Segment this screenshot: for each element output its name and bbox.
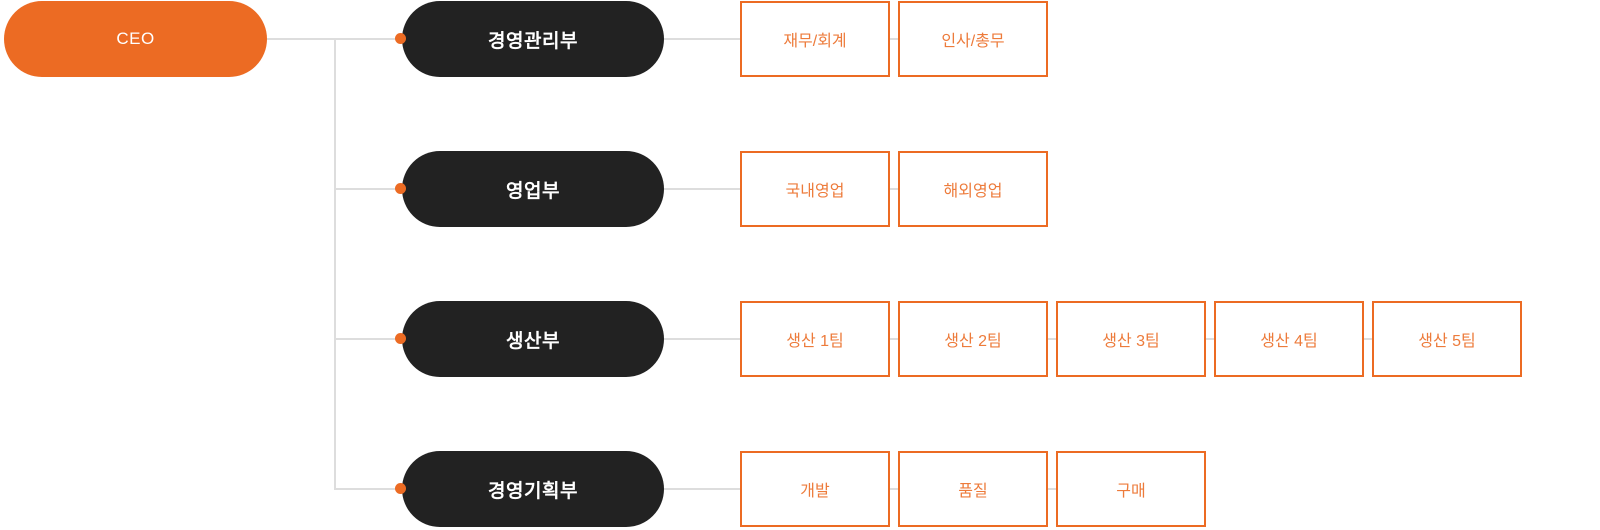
connector-line — [1206, 338, 1214, 340]
team-box: 생산 4팀 — [1214, 301, 1364, 377]
department-label: 경영기획부 — [488, 480, 578, 502]
connector-dot — [395, 333, 406, 344]
team-box: 구매 — [1056, 451, 1206, 527]
team-label: 재무/회계 — [783, 33, 847, 50]
team-box: 국내영업 — [740, 151, 890, 227]
ceo-node: CEO — [4, 1, 267, 77]
team-label: 인사/총무 — [941, 33, 1005, 50]
department-label: 경영관리부 — [488, 30, 578, 52]
branch-line — [334, 488, 402, 490]
team-box: 생산 2팀 — [898, 301, 1048, 377]
team-box: 해외영업 — [898, 151, 1048, 227]
department-label: 영업부 — [506, 180, 560, 202]
connector-line — [1048, 338, 1056, 340]
connector-line — [890, 488, 898, 490]
connector-dot — [395, 183, 406, 194]
team-box: 인사/총무 — [898, 1, 1048, 77]
team-label: 구매 — [1116, 483, 1146, 500]
connector-line — [890, 338, 898, 340]
connector-line — [664, 338, 740, 340]
team-box: 생산 5팀 — [1372, 301, 1522, 377]
trunk-line — [334, 38, 336, 490]
department-node: 경영관리부 — [402, 1, 664, 77]
connector-line — [890, 188, 898, 190]
department-node: 경영기획부 — [402, 451, 664, 527]
team-box: 재무/회계 — [740, 1, 890, 77]
department-node: 영업부 — [402, 151, 664, 227]
branch-line — [267, 38, 402, 40]
team-label: 생산 5팀 — [1418, 333, 1476, 350]
department-label: 생산부 — [506, 330, 560, 352]
team-label: 생산 2팀 — [944, 333, 1002, 350]
team-label: 국내영업 — [785, 183, 845, 200]
team-box: 품질 — [898, 451, 1048, 527]
connector-line — [664, 488, 740, 490]
connector-line — [664, 38, 740, 40]
team-label: 생산 1팀 — [786, 333, 844, 350]
ceo-label: CEO — [116, 29, 155, 48]
branch-line — [334, 188, 402, 190]
team-label: 개발 — [800, 483, 830, 500]
branch-line — [334, 338, 402, 340]
team-box: 생산 3팀 — [1056, 301, 1206, 377]
team-box: 개발 — [740, 451, 890, 527]
department-node: 생산부 — [402, 301, 664, 377]
connector-line — [1048, 488, 1056, 490]
team-label: 생산 4팀 — [1260, 333, 1318, 350]
connector-dot — [395, 483, 406, 494]
connector-line — [890, 38, 898, 40]
connector-line — [1364, 338, 1372, 340]
connector-dot — [395, 33, 406, 44]
team-label: 생산 3팀 — [1102, 333, 1160, 350]
team-label: 품질 — [958, 483, 988, 500]
team-label: 해외영업 — [943, 183, 1003, 200]
team-box: 생산 1팀 — [740, 301, 890, 377]
connector-line — [664, 188, 740, 190]
